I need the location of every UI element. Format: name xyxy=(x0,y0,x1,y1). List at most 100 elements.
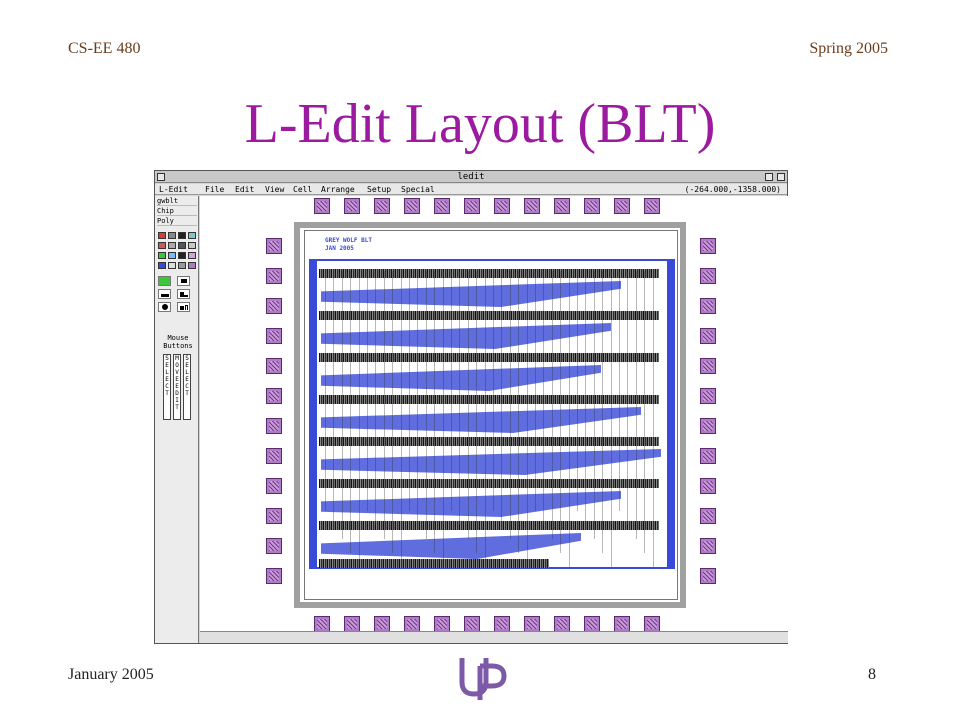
bond-pad xyxy=(266,358,282,374)
bond-pad xyxy=(344,198,360,214)
layer-swatch-white[interactable] xyxy=(168,262,176,269)
layer-swatch-silver[interactable] xyxy=(168,242,176,249)
via-trace xyxy=(375,271,377,525)
window-title: ledit xyxy=(457,172,485,182)
via-trace xyxy=(325,271,326,511)
bond-pad xyxy=(584,198,600,214)
bond-pad xyxy=(404,616,420,632)
bond-pad xyxy=(314,616,330,632)
menu-edit[interactable]: Edit xyxy=(235,185,255,194)
menu-special[interactable]: Special xyxy=(401,185,435,194)
bond-pad xyxy=(700,568,716,584)
metal-routing xyxy=(321,281,621,307)
layer-swatch-rose[interactable] xyxy=(158,242,166,249)
window-menu-icon[interactable] xyxy=(157,173,165,181)
bond-pad xyxy=(266,448,282,464)
via-trace xyxy=(526,271,528,567)
menu-cell[interactable]: Cell xyxy=(293,185,313,194)
bond-pad xyxy=(344,616,360,632)
layer-swatch-dark[interactable] xyxy=(178,242,186,249)
layer-swatch-green[interactable] xyxy=(158,252,166,259)
via-trace xyxy=(593,271,595,539)
bond-pad xyxy=(464,198,480,214)
file-name: gwblt xyxy=(157,197,197,206)
bond-pad xyxy=(266,268,282,284)
menu-bar: L-Edit File Edit View Cell Arrange Setup… xyxy=(155,184,787,195)
bond-pad xyxy=(700,418,716,434)
port-tool-icon[interactable] xyxy=(177,302,190,312)
window-title-bar[interactable]: ledit xyxy=(155,171,787,183)
bond-pad xyxy=(700,358,716,374)
bond-pad xyxy=(700,508,716,524)
wire-tool-icon[interactable] xyxy=(177,289,190,299)
slide-date: January 2005 xyxy=(68,666,154,683)
layer-swatch-teal[interactable] xyxy=(188,232,196,239)
via-trace xyxy=(442,271,444,567)
bond-pad xyxy=(434,616,450,632)
via-trace xyxy=(635,271,637,539)
cell-row xyxy=(319,437,659,446)
horizontal-scrollbar[interactable] xyxy=(200,631,788,643)
bond-pad xyxy=(464,616,480,632)
pointer-tool-icon[interactable] xyxy=(158,276,171,286)
power-rail-right xyxy=(667,259,675,569)
bond-pad xyxy=(524,198,540,214)
menu-arrange[interactable]: Arrange xyxy=(321,185,355,194)
layer-swatch-light[interactable] xyxy=(188,242,196,249)
bond-pad xyxy=(374,616,390,632)
via-trace xyxy=(627,271,629,525)
layer-swatch-purple[interactable] xyxy=(188,262,196,269)
layer-swatch-black[interactable] xyxy=(178,232,186,239)
layer-swatch-sky[interactable] xyxy=(168,252,176,259)
bond-pad xyxy=(266,418,282,434)
maximize-icon[interactable] xyxy=(777,173,785,181)
bond-pad xyxy=(494,616,510,632)
menu-setup[interactable]: Setup xyxy=(367,185,392,194)
menu-file[interactable]: File xyxy=(205,185,225,194)
via-trace xyxy=(652,271,654,567)
ledit-window[interactable]: ledit L-Edit File Edit View Cell Arrange… xyxy=(154,170,788,644)
via-trace xyxy=(501,271,503,525)
bond-pad xyxy=(314,198,330,214)
layer-swatch-red[interactable] xyxy=(158,232,166,239)
layer-swatch-pink[interactable] xyxy=(188,252,196,259)
bond-pad xyxy=(266,568,282,584)
via-trace xyxy=(333,271,335,525)
bond-pad xyxy=(614,198,630,214)
bond-pad xyxy=(700,328,716,344)
via-trace xyxy=(568,271,570,567)
layer-swatch-grey[interactable] xyxy=(168,232,176,239)
via-trace xyxy=(493,271,494,511)
via-trace xyxy=(358,271,360,567)
mouse-button-middle: MOVE EDIT xyxy=(173,354,181,420)
layer-swatch-black-2[interactable] xyxy=(178,252,186,259)
box-tool-icon[interactable] xyxy=(177,276,190,286)
polygon-tool-icon[interactable] xyxy=(158,289,171,299)
layer-name: Poly xyxy=(157,217,197,226)
bond-pad xyxy=(584,616,600,632)
layer-swatch-mid[interactable] xyxy=(178,262,186,269)
mouse-button-left: SELECT xyxy=(163,354,171,420)
bond-pad xyxy=(266,298,282,314)
via-trace xyxy=(585,271,587,525)
via-trace xyxy=(409,271,410,511)
menu-view[interactable]: View xyxy=(265,185,285,194)
metal-routing xyxy=(321,365,601,391)
layer-swatch-blue[interactable] xyxy=(158,262,166,269)
via-trace xyxy=(341,271,343,539)
bond-pad xyxy=(266,478,282,494)
via-trace xyxy=(434,271,436,553)
menu-ledit[interactable]: L-Edit xyxy=(159,185,188,194)
cell-row xyxy=(319,559,549,568)
layout-canvas[interactable]: GREY WOLF BLT JAN 2005 xyxy=(200,196,788,643)
metal-routing xyxy=(321,323,611,349)
power-rail-left xyxy=(309,259,317,569)
circle-tool-icon[interactable] xyxy=(158,302,171,312)
mouse-buttons-label: Mouse Buttons xyxy=(163,334,193,350)
minimize-icon[interactable] xyxy=(765,173,773,181)
cell-row xyxy=(319,521,659,530)
via-trace xyxy=(543,271,545,525)
chip-label-name: GREY WOLF BLT xyxy=(325,237,372,244)
via-trace xyxy=(577,271,578,511)
cursor-coordinates: (-264.000,-1358.000) xyxy=(684,185,781,194)
